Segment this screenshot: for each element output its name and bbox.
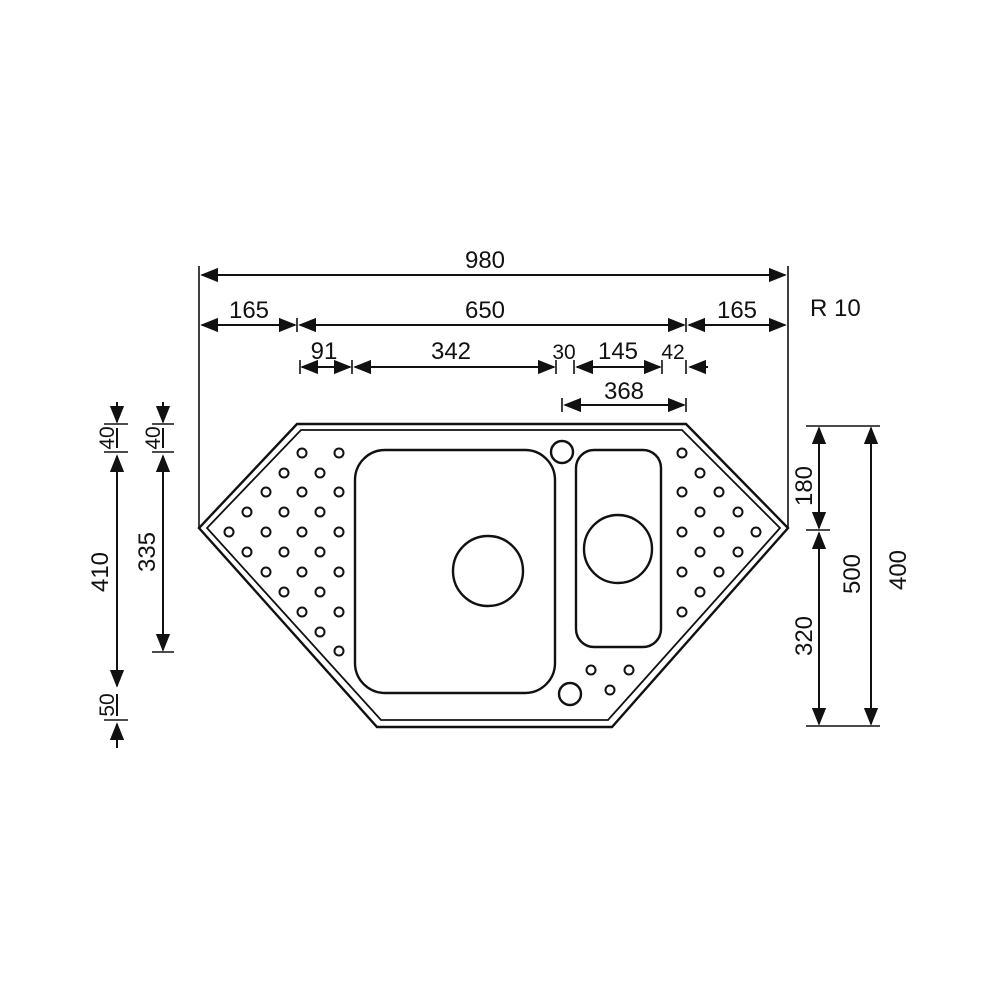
- sink-inner-edge: [205, 429, 782, 721]
- label-r10: R 10: [810, 295, 861, 322]
- label-165-left: 165: [229, 297, 269, 324]
- label-400: 400: [885, 550, 912, 590]
- label-368: 368: [604, 378, 644, 405]
- overflow-hole: [557, 681, 583, 707]
- small-bowl: [574, 448, 663, 649]
- left-drainer-holes: [223, 447, 345, 657]
- label-145: 145: [598, 338, 638, 365]
- label-180: 180: [791, 466, 818, 506]
- label-40-b: 40: [142, 426, 165, 449]
- label-320: 320: [791, 616, 818, 656]
- dimension-labels: 980 165 650 165 R 10 91 342 30 145 42 36…: [87, 247, 912, 717]
- label-30: 30: [552, 341, 575, 364]
- label-50: 50: [96, 693, 119, 716]
- small-bowl-drain: [582, 513, 654, 585]
- label-980: 980: [465, 247, 505, 274]
- main-bowl: [353, 448, 557, 695]
- tap-hole: [549, 439, 575, 465]
- label-165-right: 165: [717, 297, 757, 324]
- label-410: 410: [87, 552, 114, 592]
- right-drainer-holes: [585, 447, 762, 696]
- main-bowl-drain: [451, 534, 525, 608]
- label-500: 500: [839, 554, 866, 594]
- label-91: 91: [311, 338, 338, 365]
- extension-lines: [104, 266, 880, 727]
- label-42: 42: [661, 341, 684, 364]
- label-40-a: 40: [96, 426, 119, 449]
- label-335: 335: [134, 532, 161, 572]
- label-342: 342: [431, 338, 471, 365]
- label-650: 650: [465, 297, 505, 324]
- dimension-lines: [109, 267, 879, 748]
